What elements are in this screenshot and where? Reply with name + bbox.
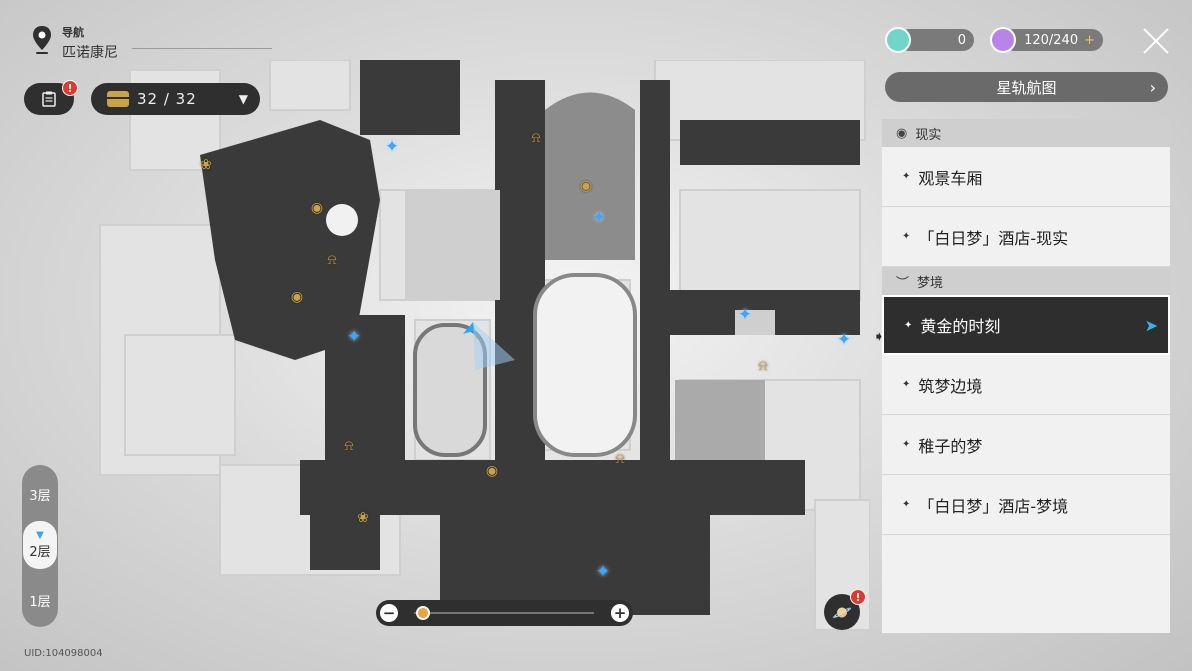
group-title: 梦境	[917, 275, 944, 291]
bell-icon[interactable]: ⍾	[758, 358, 768, 374]
area-list-panel: ◉ 现实 ✦ 观景车厢 ✦ 「白日梦」酒店-现实 ︶ 梦境 ✦ 黄金的时刻 ➤ …	[882, 119, 1170, 633]
caret-down-icon: ▼	[238, 92, 248, 106]
current-floor-icon: ▼	[36, 529, 44, 541]
treasure-icon[interactable]: ◉	[579, 178, 593, 194]
sparkle-icon: ✦	[902, 379, 911, 390]
area-item-label: 稚子的梦	[918, 436, 983, 456]
area-item-label: 「白日梦」酒店-现实	[918, 228, 1069, 248]
uid-label: UID:104098004	[24, 648, 103, 659]
location-pin-icon	[33, 26, 51, 54]
zoom-track[interactable]	[414, 612, 594, 614]
close-icon[interactable]	[1143, 28, 1169, 54]
region-name: 匹诺康尼	[62, 45, 118, 61]
header-divider	[132, 48, 272, 49]
chevron-right-icon: ›	[1149, 77, 1156, 97]
currency-1-value: 0	[957, 32, 966, 48]
sparkle-icon: ✦	[904, 319, 913, 331]
treasure-icon[interactable]: ◉	[485, 463, 499, 479]
oneiric-shard-icon	[885, 27, 911, 53]
floor-2-label: 2层	[29, 544, 51, 560]
current-location-icon: ➤	[1144, 315, 1158, 335]
teleport-icon[interactable]: ✦	[595, 561, 611, 582]
currency-2-pill[interactable]: 120/240 +	[1003, 29, 1103, 51]
area-item-dream-edge[interactable]: ✦ 筑梦边境	[882, 355, 1170, 415]
area-item-label: 黄金的时刻	[920, 317, 1001, 336]
treasure-icon[interactable]: ◉	[310, 200, 324, 216]
planet-icon: 🪐	[832, 602, 852, 622]
zoom-control: − +	[376, 600, 633, 626]
chest-icon	[107, 91, 129, 107]
star-rail-map-button[interactable]: 星轨航图 ›	[885, 72, 1168, 102]
map-canvas[interactable]: ❀ ◉ ⍾ ◉ ✦ ✦ ⍾ ◉ ✦ ✦ ✦ ⍾ ⍾ ◉ ⍾ ❀ ✦	[95, 60, 870, 640]
area-item-golden-hour[interactable]: ✦ 黄金的时刻 ➤	[882, 295, 1170, 355]
map-drawing	[99, 60, 870, 631]
teleport-icon[interactable]: ✦	[384, 136, 400, 157]
zoom-out-button[interactable]: −	[380, 604, 398, 622]
area-item-label: 筑梦边境	[918, 376, 983, 396]
sparkle-icon: ✦	[902, 231, 911, 242]
currency-1-pill[interactable]: 0	[898, 29, 974, 51]
shop-icon[interactable]: ❀	[200, 157, 212, 173]
quest-alert-badge: !	[62, 80, 78, 96]
floor-1-button[interactable]: 1层	[29, 595, 51, 610]
floor-2-button[interactable]: ▼ 2层	[23, 521, 57, 569]
teleport-icon[interactable]: ✦	[591, 207, 607, 228]
add-currency-icon[interactable]: +	[1084, 32, 1095, 48]
area-item-hotel-reality[interactable]: ✦ 「白日梦」酒店-现实	[882, 207, 1170, 267]
nav-label: 导航	[62, 26, 84, 39]
dream-icon: ︶	[896, 275, 910, 291]
treasure-count: 32 / 32	[137, 90, 197, 108]
clipboard-icon	[42, 91, 56, 107]
nav-header: 导航 匹诺康尼	[30, 24, 118, 62]
shop-icon[interactable]: ❀	[357, 510, 369, 526]
group-title: 现实	[915, 127, 942, 143]
area-item-label: 「白日梦」酒店-梦境	[918, 496, 1069, 516]
bell-icon[interactable]: ⍾	[615, 451, 625, 467]
bell-icon[interactable]: ⍾	[531, 130, 541, 146]
selection-pointer-icon: ➧	[873, 329, 885, 345]
treasure-icon[interactable]: ◉	[290, 289, 304, 305]
area-item-label: 观景车厢	[918, 168, 983, 188]
sparkle-icon: ✦	[902, 171, 911, 182]
group-header-dreamscape: ︶ 梦境	[882, 267, 1170, 295]
floor-selector: 3层 ▼ 2层 1层	[22, 465, 58, 627]
currency-2-value: 120/240	[1024, 32, 1079, 48]
teleport-icon[interactable]: ✦	[737, 304, 753, 325]
group-header-reality: ◉ 现实	[882, 119, 1170, 147]
sparkle-icon: ✦	[902, 499, 911, 510]
bell-icon[interactable]: ⍾	[344, 438, 354, 454]
teleport-icon[interactable]: ✦	[346, 326, 362, 347]
treasure-counter-dropdown[interactable]: 32 / 32 ▼	[91, 83, 260, 115]
stellar-jade-icon	[990, 27, 1016, 53]
bell-icon[interactable]: ⍾	[327, 252, 337, 268]
planet-alert-badge: !	[850, 589, 866, 605]
teleport-icon[interactable]: ✦	[836, 329, 852, 350]
area-item-parlor-car[interactable]: ✦ 观景车厢	[882, 147, 1170, 207]
zoom-slider-handle[interactable]	[416, 606, 430, 620]
zoom-in-button[interactable]: +	[611, 604, 629, 622]
floor-3-button[interactable]: 3层	[29, 489, 51, 504]
sparkle-icon: ✦	[902, 439, 911, 450]
star-rail-map-label: 星轨航图	[996, 78, 1057, 97]
area-item-hotel-dreamscape[interactable]: ✦ 「白日梦」酒店-梦境	[882, 475, 1170, 535]
area-item-childs-dream[interactable]: ✦ 稚子的梦	[882, 415, 1170, 475]
eye-icon: ◉	[896, 125, 908, 141]
